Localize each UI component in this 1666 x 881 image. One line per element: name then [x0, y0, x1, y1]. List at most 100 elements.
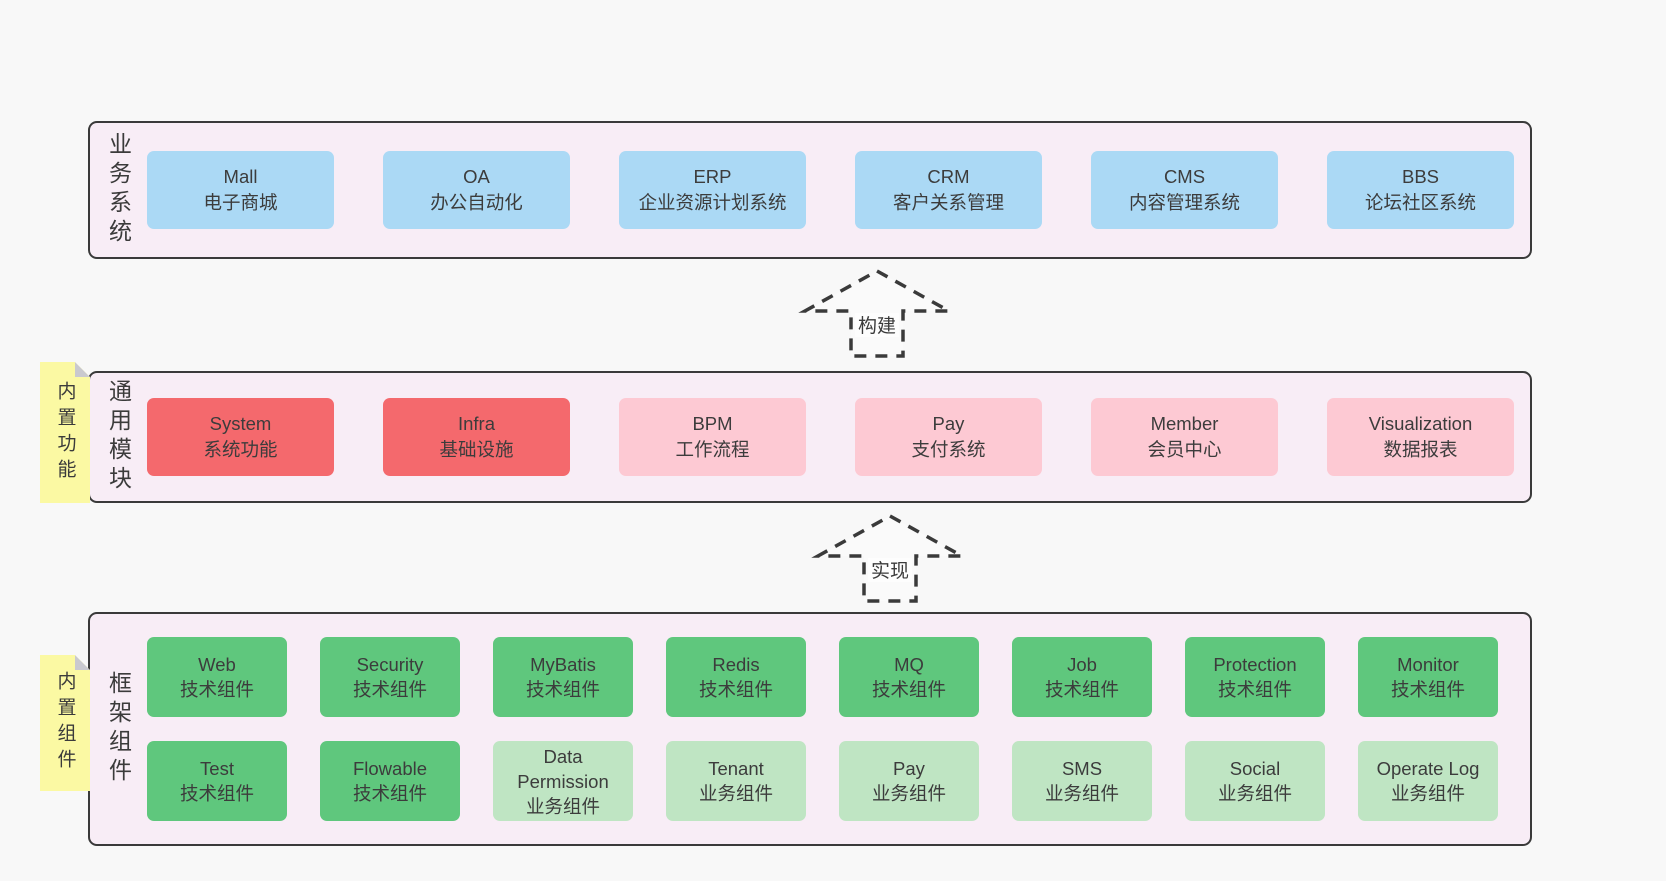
box-infra: Infra 基础设施	[383, 398, 570, 476]
box-flowable: Flowable 技术组件	[320, 741, 460, 821]
box-title: Mall	[223, 166, 258, 187]
note-fold-corner-icon	[75, 362, 90, 377]
box-system: System 系统功能	[147, 398, 334, 476]
box-mybatis: MyBatis 技术组件	[493, 637, 633, 717]
arrow-label-bg	[855, 313, 899, 337]
box-pay: Pay 支付系统	[855, 398, 1042, 476]
box-subtitle: 会员中心	[1147, 439, 1222, 460]
box-security: Security 技术组件	[320, 637, 460, 717]
business-box-row: Mall 电子商城 OA 办公自动化 ERP 企业资源计划系统 CRM 客户关系管理 CMS 内容…	[147, 123, 1530, 257]
note-components-label: 内置组件	[54, 671, 76, 775]
box-subtitle: 论坛社区系统	[1364, 192, 1476, 213]
section-label-wrap: 通用模块	[90, 373, 147, 501]
box-title: BPM	[692, 413, 733, 434]
arrow-label-bg	[868, 558, 912, 582]
box-subtitle: 企业资源计划系统	[638, 192, 787, 213]
box-subtitle: 技术组件	[1044, 679, 1119, 700]
box-title: Operate Log	[1376, 758, 1480, 779]
section-common-modules: 通用模块 System 系统功能 Infra 基础设施 BPM 工作流程 Pay 支付系统 Me…	[88, 371, 1532, 503]
box-title: Protection	[1213, 654, 1297, 675]
box-bpm: BPM 工作流程	[619, 398, 806, 476]
box-subtitle: 基础设施	[439, 439, 514, 460]
box-tenant: Tenant 业务组件	[666, 741, 806, 821]
box-operate-log: Operate Log 业务组件	[1358, 741, 1498, 821]
box-member: Member 会员中心	[1091, 398, 1278, 476]
implement-arrow-label: 实现	[871, 560, 909, 582]
box-subtitle: 技术组件	[1217, 679, 1292, 700]
box-title: Flowable	[352, 758, 428, 779]
box-subtitle: 支付系统	[911, 439, 986, 460]
box-title: OA	[463, 166, 490, 187]
box-subtitle: 工作流程	[675, 439, 750, 460]
box-crm: CRM 客户关系管理	[855, 151, 1042, 229]
box-subtitle: 业务组件	[525, 795, 600, 817]
box-subtitle: 内容管理系统	[1128, 192, 1240, 213]
box-title: Data Permission	[517, 745, 609, 792]
box-erp: ERP 企业资源计划系统	[619, 151, 806, 229]
box-subtitle: 客户关系管理	[892, 192, 1004, 213]
box-title: System	[209, 413, 272, 434]
modules-box-row: System 系统功能 Infra 基础设施 BPM 工作流程 Pay 支付系统 Member 会…	[147, 373, 1530, 501]
build-arrow-icon: 构建	[798, 268, 956, 358]
box-title: Pay	[932, 413, 965, 434]
box-title: Job	[1067, 654, 1097, 675]
box-social: Social 业务组件	[1185, 741, 1325, 821]
box-subtitle: 技术组件	[179, 679, 254, 700]
box-title: CMS	[1163, 166, 1206, 187]
section-business-systems: 业务系统 Mall 电子商城 OA 办公自动化 ERP 企业资源计划系统 CRM 客户关系管理…	[88, 121, 1532, 259]
box-subtitle: 数据报表	[1383, 439, 1458, 460]
box-title: Test	[200, 758, 234, 779]
box-protection: Protection 技术组件	[1185, 637, 1325, 717]
box-title: Infra	[457, 413, 496, 434]
box-sms: SMS 业务组件	[1012, 741, 1152, 821]
section-components-label: 框架组件	[105, 671, 132, 787]
box-subtitle: 业务组件	[698, 783, 773, 804]
box-title: ERP	[693, 166, 732, 187]
box-title: SMS	[1061, 758, 1103, 779]
box-title: Visualization	[1368, 413, 1473, 434]
box-title: Social	[1229, 758, 1281, 779]
box-test: Test 技术组件	[147, 741, 287, 821]
box-bbs: BBS 论坛社区系统	[1327, 151, 1514, 229]
box-monitor: Monitor 技术组件	[1358, 637, 1498, 717]
box-visualization: Visualization 数据报表	[1327, 398, 1514, 476]
sticky-note-built-in-features: 内置功能	[40, 362, 90, 503]
box-subtitle: 业务组件	[1044, 783, 1119, 804]
box-subtitle: 技术组件	[1390, 679, 1465, 700]
build-arrow-label: 构建	[858, 315, 896, 337]
box-subtitle: 电子商城	[203, 192, 278, 213]
box-title: Web	[198, 654, 236, 675]
box-title: CRM	[927, 166, 970, 187]
box-title: Redis	[712, 654, 760, 675]
section-framework-components: 框架组件 Web 技术组件 Security 技术组件 MyBatis 技术组件 Redis…	[88, 612, 1532, 846]
box-job: Job 技术组件	[1012, 637, 1152, 717]
box-subtitle: 办公自动化	[430, 192, 523, 213]
box-subtitle: 技术组件	[352, 783, 427, 804]
box-subtitle: 业务组件	[1217, 783, 1292, 804]
section-modules-label: 通用模块	[105, 379, 132, 495]
section-label-wrap: 框架组件	[90, 614, 147, 844]
box-title: Member	[1150, 413, 1219, 434]
box-subtitle: 业务组件	[1390, 783, 1465, 804]
box-subtitle: 技术组件	[525, 679, 600, 700]
box-subtitle: 技术组件	[352, 679, 427, 700]
box-subtitle: 技术组件	[179, 783, 254, 804]
box-subtitle: 系统功能	[203, 439, 278, 460]
box-title: BBS	[1401, 166, 1440, 187]
section-business-label: 业务系统	[105, 132, 132, 248]
box-title: MyBatis	[530, 654, 596, 675]
box-title: Security	[356, 654, 424, 675]
implement-arrow-icon: 实现	[811, 513, 969, 603]
box-title: Tenant	[708, 758, 764, 779]
sticky-note-built-in-components: 内置组件	[40, 655, 90, 791]
box-title: Pay	[893, 758, 925, 779]
box-title: Monitor	[1397, 654, 1459, 675]
section-label-wrap: 业务系统	[90, 123, 147, 257]
